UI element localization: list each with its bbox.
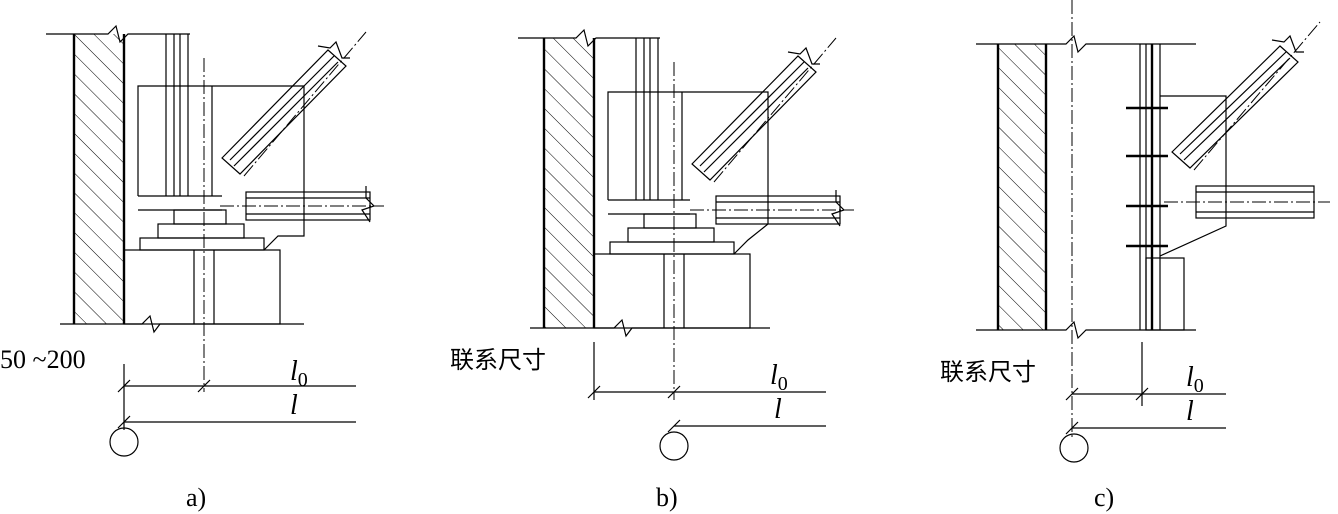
brace-inner xyxy=(1179,51,1287,155)
base-bracket xyxy=(263,196,305,251)
l0-label: l0 xyxy=(770,360,788,395)
panel-b: 联系尺寸 l0 l b) xyxy=(450,28,854,512)
brace-centerline xyxy=(1193,21,1321,171)
dim-tick xyxy=(117,415,131,429)
l-label: l xyxy=(1186,396,1194,427)
base-plate xyxy=(643,213,697,229)
base-plate xyxy=(173,209,227,225)
dim-tick xyxy=(1065,387,1079,401)
pedestal xyxy=(123,249,281,325)
dimension-label: 50 ~200 xyxy=(0,345,86,374)
panel-a: 50 ~200 l0 l a) xyxy=(0,24,384,512)
axis-bubble xyxy=(659,431,689,461)
brace-inner xyxy=(233,61,339,167)
brace-inner xyxy=(699,61,805,167)
base-plate xyxy=(139,237,265,251)
axis-bubble xyxy=(109,427,139,457)
dim-tick xyxy=(197,379,211,393)
top-break-line xyxy=(976,34,1196,54)
bottom-break-line xyxy=(976,320,1196,340)
base-plate xyxy=(627,227,715,243)
brace-break xyxy=(787,46,820,65)
gusset-plate xyxy=(137,85,305,196)
pedestal xyxy=(593,253,751,329)
axis-bubble xyxy=(1059,433,1089,463)
l-label: l xyxy=(290,390,298,421)
base-plate xyxy=(609,241,735,255)
dim-tick xyxy=(117,379,131,393)
caption: c) xyxy=(1094,483,1114,512)
brace-centerline xyxy=(243,31,367,177)
top-break-line xyxy=(518,28,660,48)
dim-tick xyxy=(667,385,681,399)
brace-break xyxy=(1271,34,1304,53)
dim-tick xyxy=(1135,387,1149,401)
gusset-plate xyxy=(1159,95,1227,257)
pedestal xyxy=(1145,257,1185,331)
gusset-plate xyxy=(607,91,769,200)
l-label: l xyxy=(774,394,782,425)
caption: b) xyxy=(656,483,678,512)
top-break-line xyxy=(46,24,190,44)
dim-tick xyxy=(667,419,681,433)
brace-break xyxy=(317,40,350,59)
diagonal-brace xyxy=(221,49,347,175)
caption: a) xyxy=(186,483,206,512)
wall-hatch xyxy=(74,34,124,324)
brace-inner xyxy=(703,67,809,173)
panel-c: 联系尺寸 l0 l c) xyxy=(940,0,1330,512)
beam-break xyxy=(831,190,846,227)
brace-centerline xyxy=(713,37,837,183)
base-bracket xyxy=(733,200,769,255)
dimension-label: 联系尺寸 xyxy=(450,346,546,374)
dim-tick xyxy=(1065,421,1079,435)
dimension-label: 联系尺寸 xyxy=(940,358,1036,386)
brace-inner xyxy=(1183,57,1291,161)
l0-label: l0 xyxy=(290,356,308,391)
diagonal-brace xyxy=(691,55,817,181)
wall-hatch xyxy=(998,44,1046,330)
diagonal-brace xyxy=(1171,45,1299,169)
wall-hatch xyxy=(544,38,594,328)
base-plate xyxy=(157,223,245,239)
dim-tick xyxy=(587,385,601,399)
brace-inner xyxy=(229,55,335,161)
l0-label: l0 xyxy=(1186,362,1204,397)
beam-break xyxy=(361,186,376,223)
